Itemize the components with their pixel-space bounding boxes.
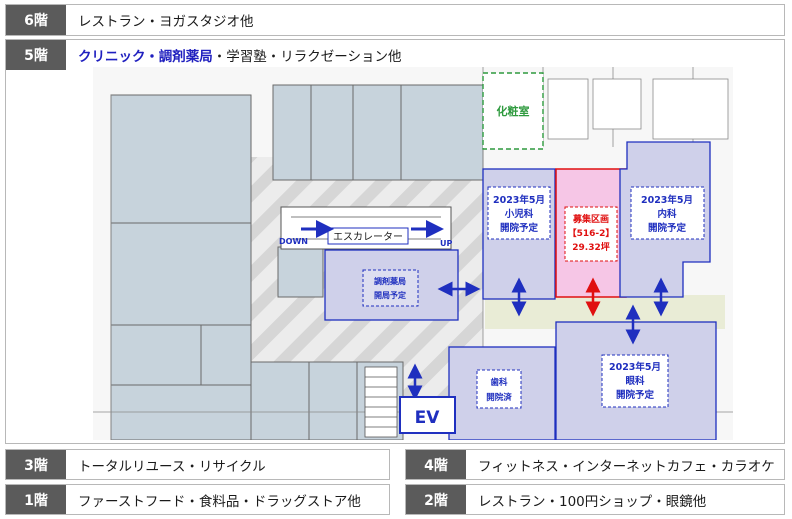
floor-5-tag: 5階 (6, 40, 66, 70)
structure-lines (93, 67, 733, 440)
escalator-up-label: UP (440, 239, 452, 248)
floor-4-tag: 4階 (406, 450, 466, 479)
recruit-line3: 29.32坪 (572, 241, 609, 253)
floor-5-highlight: クリニック・調剤薬局 (78, 49, 213, 65)
floor-3-tag: 3階 (6, 450, 66, 479)
floor-2-description: レストラン・100円ショップ・眼鏡他 (478, 493, 707, 510)
floor-4-row: 4階 フィットネス・インターネットカフェ・カラオケ (405, 449, 785, 480)
ophthalmology-label-box (601, 354, 669, 408)
floor-6-row: 6階 レストラン・ヨガスタジオ他 (5, 4, 785, 36)
floor-plan-drawing: 化粧室 エスカレーター DOWN UP 調剤薬局 開局予定 2023年5月 小児… (93, 67, 733, 440)
recruit-line2: 【516-2】 (568, 228, 615, 239)
ophthalmology-line3: 開院予定 (616, 389, 655, 401)
floor-5-description: クリニック・調剤薬局・学習塾・リラクゼーション他 (78, 40, 401, 70)
stairs (364, 366, 398, 438)
floor-4-description: フィットネス・インターネットカフェ・カラオケ (478, 458, 775, 475)
floor-5-description-rest: ・学習塾・リラクゼーション他 (212, 49, 402, 65)
pharmacy-line1: 調剤薬局 (374, 276, 406, 286)
ophthalmology-line1: 2023年5月 (609, 361, 661, 373)
pediatrics-line1: 2023年5月 (493, 194, 545, 206)
pharmacy-line2: 開局予定 (374, 290, 406, 300)
pharmacy-label-box (362, 269, 419, 307)
restroom-area (482, 72, 544, 150)
pediatrics-line2: 小児科 (504, 208, 534, 220)
internal-line2: 内科 (657, 208, 677, 220)
recruit-line1: 募集区画 (572, 213, 609, 225)
floor-6-tag: 6階 (6, 5, 66, 35)
escalator-label: エスカレーター (333, 231, 403, 243)
floor-1-row: 1階 ファーストフード・食料品・ドラッグストア他 (5, 484, 390, 515)
floor-1-description: ファーストフード・食料品・ドラッグストア他 (78, 493, 361, 510)
internal-line3: 開院予定 (648, 222, 687, 234)
floor-2-row: 2階 レストラン・100円ショップ・眼鏡他 (405, 484, 785, 515)
dental-line1: 歯科 (490, 377, 508, 388)
pharmacy-area (324, 249, 459, 321)
floor-6-description: レストラン・ヨガスタジオ他 (78, 14, 254, 30)
internal-line1: 2023年5月 (641, 194, 693, 206)
restroom-label: 化粧室 (497, 104, 530, 118)
ophthalmology-line2: 眼科 (625, 375, 645, 387)
floor-3-row: 3階 トータルリユース・リサイクル (5, 449, 390, 480)
pediatrics-line3: 開院予定 (500, 222, 539, 234)
recruit-label-box (564, 206, 618, 262)
floor-3-description: トータルリユース・リサイクル (78, 458, 266, 475)
ev-box (399, 396, 456, 434)
dental-label-box (476, 369, 522, 409)
dental-line2: 開院済 (486, 392, 512, 403)
escalator-down-label: DOWN (279, 237, 308, 246)
floor-plan: 化粧室 エスカレーター DOWN UP 調剤薬局 開局予定 2023年5月 小児… (93, 67, 733, 440)
ev-label: EV (415, 408, 441, 428)
internal-label-box (630, 186, 705, 240)
pediatrics-label-box (487, 186, 551, 240)
floor-2-tag: 2階 (406, 485, 466, 514)
floor-1-tag: 1階 (6, 485, 66, 514)
